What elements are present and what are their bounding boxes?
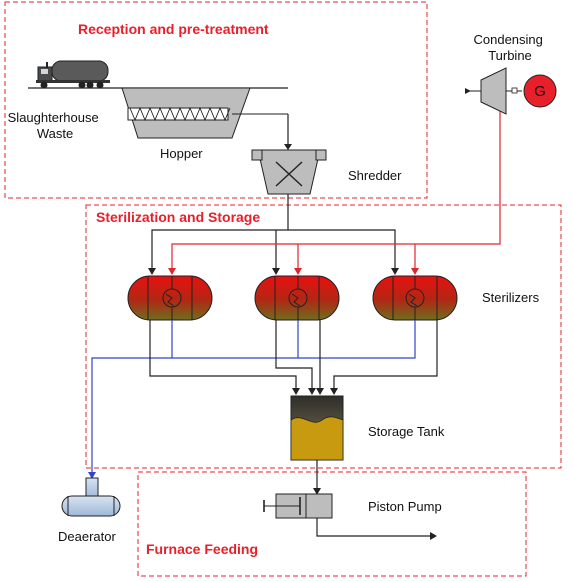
arrowhead-icon [313, 488, 321, 495]
arrowhead-icon [88, 472, 96, 479]
deaerator [61, 477, 121, 517]
sterilization-section-title: Sterilization and Storage [96, 209, 260, 225]
arrowhead-icon [430, 532, 437, 540]
sterilizer-3 [372, 275, 458, 321]
storage-tank-label: Storage Tank [368, 424, 445, 439]
arrowhead-icon [330, 388, 338, 395]
arrowhead-icon [411, 268, 419, 275]
piston-pump [263, 493, 333, 519]
arrowhead-icon [272, 268, 280, 275]
hopper-label: Hopper [160, 146, 203, 161]
turbine-label-line1: Condensing [473, 32, 542, 47]
arrowhead-icon [168, 268, 176, 275]
condensate-return-lines [88, 320, 416, 479]
waste-label-line2: Waste [37, 126, 73, 141]
arrowhead-icon [294, 268, 302, 275]
truck-icon [28, 60, 288, 89]
shredder-label: Shredder [348, 168, 402, 183]
furnace-section-title: Furnace Feeding [146, 541, 258, 557]
hopper [121, 87, 288, 139]
generator-symbol: G [534, 83, 546, 100]
sterilization-section-box [85, 204, 562, 469]
furnace-section-box [137, 471, 527, 577]
waste-label-line1: Slaughterhouse [8, 110, 99, 125]
shredder-distribution-lines [148, 194, 399, 275]
reception-section-title: Reception and pre-treatment [78, 21, 269, 37]
shredder [251, 149, 327, 195]
sterilizer-outlet-lines [149, 320, 438, 395]
turbine-label: Condensing Turbine [473, 32, 546, 63]
condensing-turbine-icon [465, 67, 522, 115]
arrowhead-icon [316, 388, 324, 395]
arrowhead-icon [308, 388, 316, 395]
storage-tank [290, 395, 344, 461]
turbine-label-line2: Turbine [488, 48, 532, 63]
arrowhead-icon [148, 268, 156, 275]
steam-supply-lines [168, 92, 501, 275]
sterilizers-label: Sterilizers [482, 290, 540, 305]
arrowhead-icon [391, 268, 399, 275]
arrowhead-icon [284, 144, 292, 150]
slaughterhouse-waste-label: Slaughterhouse Waste [8, 110, 103, 141]
pump-to-furnace-line [316, 518, 434, 537]
sterilizer-1 [127, 275, 213, 321]
piston-pump-label: Piston Pump [368, 499, 442, 514]
arrowhead-icon [292, 388, 300, 395]
deaerator-label: Deaerator [58, 529, 116, 544]
reception-section-box [4, 1, 428, 199]
generator-icon: G [523, 74, 557, 108]
sterilizer-2 [254, 275, 340, 321]
